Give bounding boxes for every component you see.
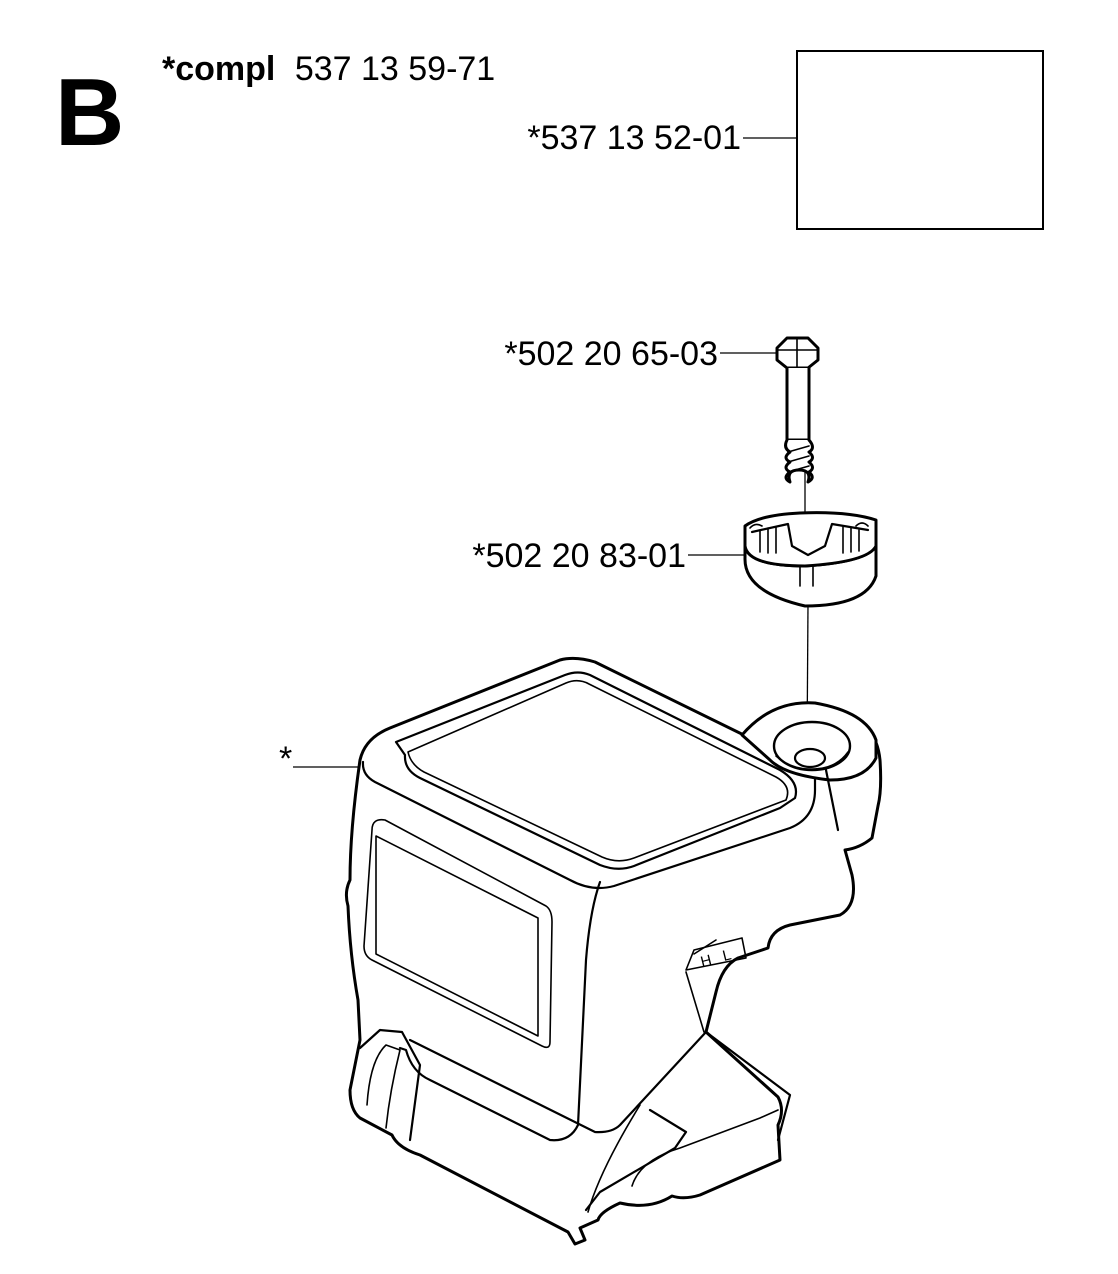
cover-drawing [344, 656, 883, 1246]
nut-drawing [743, 511, 878, 608]
marking-l: L [721, 946, 733, 965]
callout-nut: *502 20 83-01 [472, 537, 686, 575]
marking-h: H [699, 952, 714, 971]
label-decal-box [796, 50, 1044, 230]
callout-screw: *502 20 65-03 [504, 335, 718, 373]
callout-label-box: *537 13 52-01 [527, 119, 741, 157]
mounting-hole-outer [772, 720, 852, 772]
assembly-prefix: *compl [162, 50, 275, 88]
section-letter: B [55, 59, 124, 166]
screw-drawing [775, 336, 820, 484]
assembly-label: *compl 537 13 59-71 [162, 50, 495, 88]
assembly-part-number: 537 13 59-71 [295, 50, 495, 88]
mounting-hole-inner [793, 747, 827, 769]
callout-cover: * [279, 740, 292, 778]
